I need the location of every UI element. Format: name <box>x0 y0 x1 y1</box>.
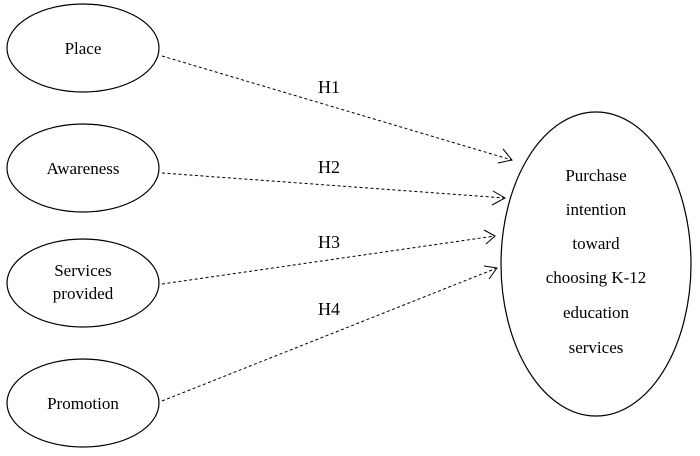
node-awareness-label: Awareness <box>46 159 119 178</box>
node-services-provided: Services provided <box>6 238 160 328</box>
node-services-provided-shape <box>6 238 160 328</box>
node-purchase-intention-label-line1: Purchase <box>565 166 626 185</box>
node-purchase-intention: Purchase intention toward choosing K-12 … <box>500 111 692 417</box>
node-services-provided-label-line1: Services <box>54 261 112 280</box>
node-place: Place <box>6 3 160 93</box>
arrow-h2 <box>161 172 507 206</box>
node-purchase-intention-label-line4: choosing K-12 <box>546 268 647 287</box>
arrow-h1 <box>161 55 513 164</box>
node-purchase-intention-label-line3: toward <box>572 234 620 253</box>
node-place-shape <box>6 3 160 93</box>
node-promotion-label: Promotion <box>47 394 119 413</box>
node-promotion: Promotion <box>6 358 160 448</box>
hypothesis-label-h2: H2 <box>318 157 340 177</box>
node-awareness: Awareness <box>6 123 160 213</box>
node-promotion-shape <box>6 358 160 448</box>
node-purchase-intention-label-line5: education <box>563 303 630 322</box>
arrow-h3 <box>161 229 496 285</box>
node-purchase-intention-shape <box>500 111 692 417</box>
hypothesis-labels: H1 H2 H3 H4 <box>318 77 340 319</box>
hypothesis-arrows <box>161 55 513 402</box>
node-purchase-intention-label-line6: services <box>569 338 624 357</box>
node-purchase-intention-label-line2: intention <box>566 200 627 219</box>
arrow-h4 <box>161 265 498 402</box>
hypothesis-label-h3: H3 <box>318 232 340 252</box>
hypothesis-label-h4: H4 <box>318 299 340 319</box>
node-services-provided-label-line2: provided <box>53 284 114 303</box>
node-awareness-shape <box>6 123 160 213</box>
node-place-label: Place <box>65 39 102 58</box>
hypothesis-label-h1: H1 <box>318 77 340 97</box>
